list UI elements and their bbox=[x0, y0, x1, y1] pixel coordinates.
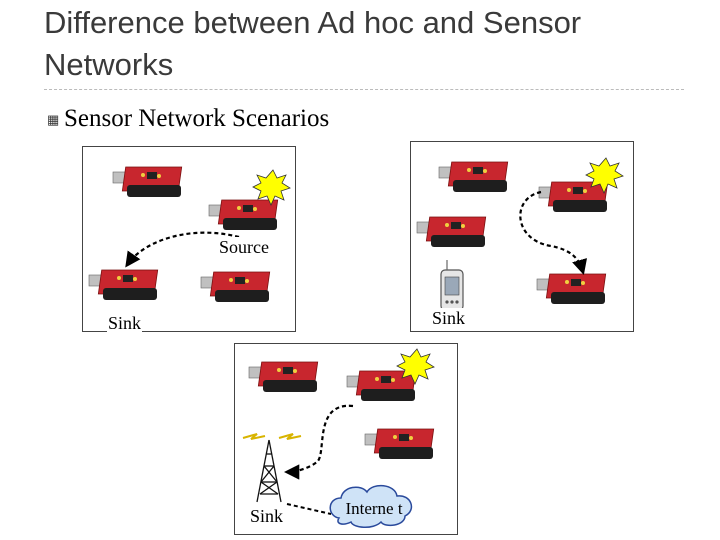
sensor-node-icon bbox=[538, 181, 609, 213]
sink-label: Sink bbox=[249, 506, 285, 527]
bullet-text: Sensor Network Scenarios bbox=[64, 105, 330, 132]
sensor-node-icon bbox=[248, 361, 319, 393]
sensor-node-icon bbox=[200, 271, 271, 303]
sensor-node-icon bbox=[364, 428, 435, 460]
event-burst-icon bbox=[396, 348, 435, 385]
radio-tower-icon bbox=[256, 439, 282, 503]
internet-label: Interne t bbox=[345, 499, 403, 518]
event-burst-icon bbox=[252, 169, 291, 206]
single-sink-scene bbox=[88, 166, 291, 303]
multihop-link-arrow bbox=[283, 404, 354, 480]
scenario-single-sink-panel: Source Sink bbox=[82, 146, 296, 334]
source-label: Source bbox=[218, 237, 270, 258]
slide-title: Difference between Ad hoc and Sensor Net… bbox=[44, 5, 582, 82]
sensor-node-icon bbox=[416, 216, 487, 248]
sensor-node-icon bbox=[438, 161, 509, 193]
title-divider bbox=[44, 89, 684, 90]
pda-sink-icon bbox=[440, 260, 464, 311]
event-burst-icon bbox=[585, 157, 624, 194]
scenario-mobile-sink-panel: Sink bbox=[410, 141, 634, 332]
multihop-link-arrow bbox=[125, 231, 240, 268]
uplink-dashed-line bbox=[286, 503, 332, 515]
sensor-node-icon bbox=[112, 166, 183, 198]
sink-label: Sink bbox=[107, 313, 143, 334]
sensor-node-icon bbox=[208, 199, 279, 231]
scenario-internet-sink-panel: Sink Interne t bbox=[234, 343, 458, 535]
square-bullet-icon: ▦ bbox=[47, 112, 60, 127]
internet-sink-scene bbox=[242, 348, 435, 528]
sink-label: Sink bbox=[431, 308, 467, 329]
sensor-node-icon bbox=[536, 273, 607, 305]
signal-bolt-icon bbox=[242, 433, 266, 440]
sensor-node-icon bbox=[88, 269, 159, 301]
internet-cloud-icon bbox=[329, 484, 413, 528]
mobile-sink-scene bbox=[416, 157, 624, 311]
signal-bolt-icon bbox=[278, 433, 302, 440]
